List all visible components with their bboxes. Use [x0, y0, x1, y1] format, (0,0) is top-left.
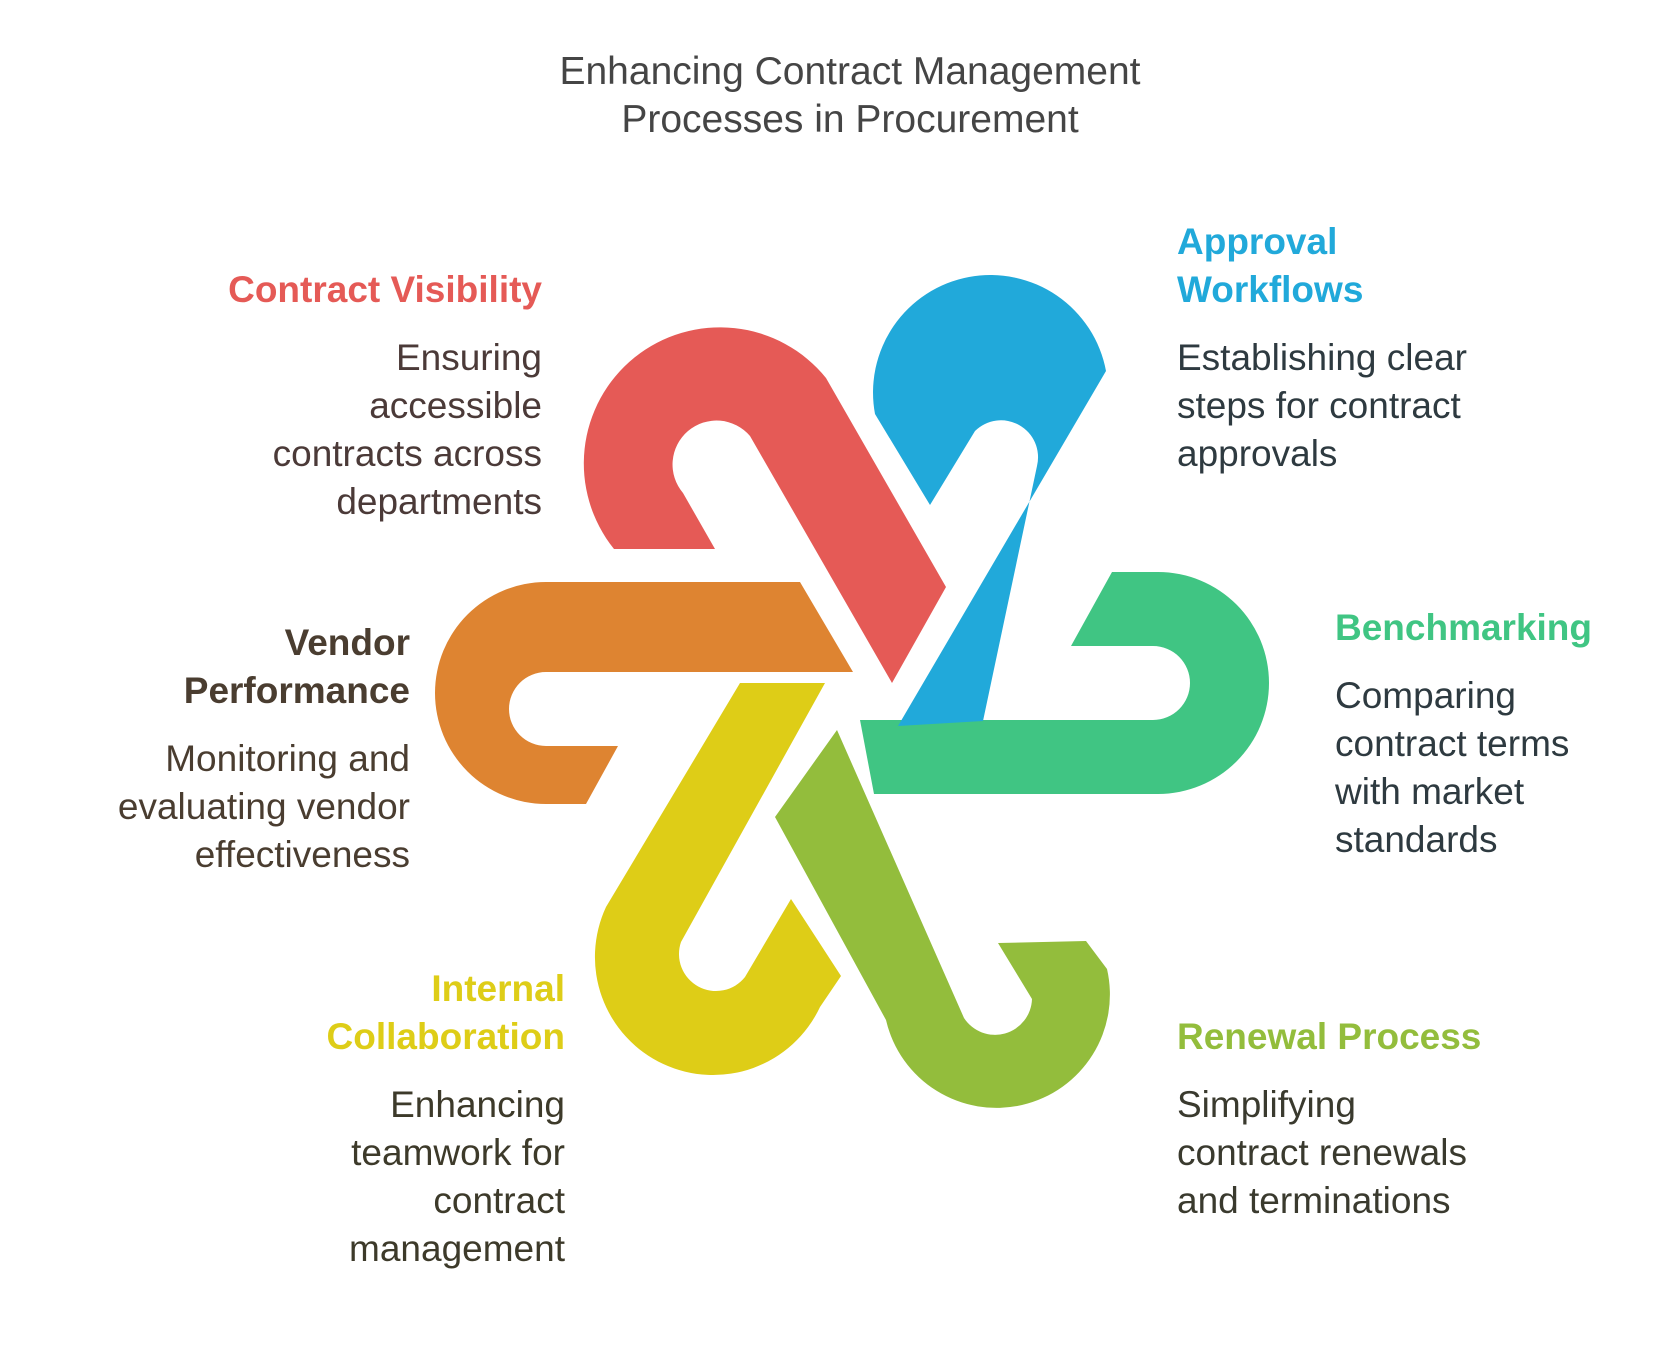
item-heading: Internal Collaboration: [326, 968, 565, 1057]
item-internal-collaboration: Internal Collaboration Enhancing teamwor…: [327, 965, 565, 1273]
loop-vendor-performance: [435, 582, 853, 804]
item-description: Establishing clear steps for contract ap…: [1177, 337, 1467, 474]
loop-benchmarking: [860, 572, 1269, 794]
loop-internal-collaboration: [594, 683, 841, 1076]
item-description: Monitoring and evaluating vendor effecti…: [117, 738, 410, 875]
item-renewal-process: Renewal Process Simplifying contract ren…: [1177, 1013, 1481, 1225]
item-heading: Contract Visibility: [228, 269, 542, 310]
loop-contract-visibility: [583, 327, 946, 683]
item-approval-workflows: Approval Workflows Establishing clear st…: [1177, 218, 1467, 478]
loop-renewal-process: [775, 730, 1110, 1108]
item-benchmarking: Benchmarking Comparing contract terms wi…: [1335, 604, 1592, 864]
item-vendor-performance: Vendor Performance Monitoring and evalua…: [118, 619, 410, 879]
item-description: Simplifying contract renewals and termin…: [1177, 1084, 1467, 1221]
item-heading: Benchmarking: [1335, 607, 1593, 648]
item-description: Comparing contract terms with market sta…: [1335, 675, 1570, 860]
item-heading: Renewal Process: [1177, 1016, 1482, 1057]
item-description: Ensuring accessible contracts across dep…: [272, 337, 542, 522]
item-heading: Approval Workflows: [1177, 221, 1364, 310]
item-description: Enhancing teamwork for contract manageme…: [349, 1084, 565, 1269]
diagram-title: Enhancing Contract Management Processes …: [559, 50, 1141, 141]
item-contract-visibility: Contract Visibility Ensuring accessible …: [228, 266, 542, 526]
item-heading: Vendor Performance: [183, 622, 410, 711]
loop-approval-workflows: [873, 275, 1106, 726]
